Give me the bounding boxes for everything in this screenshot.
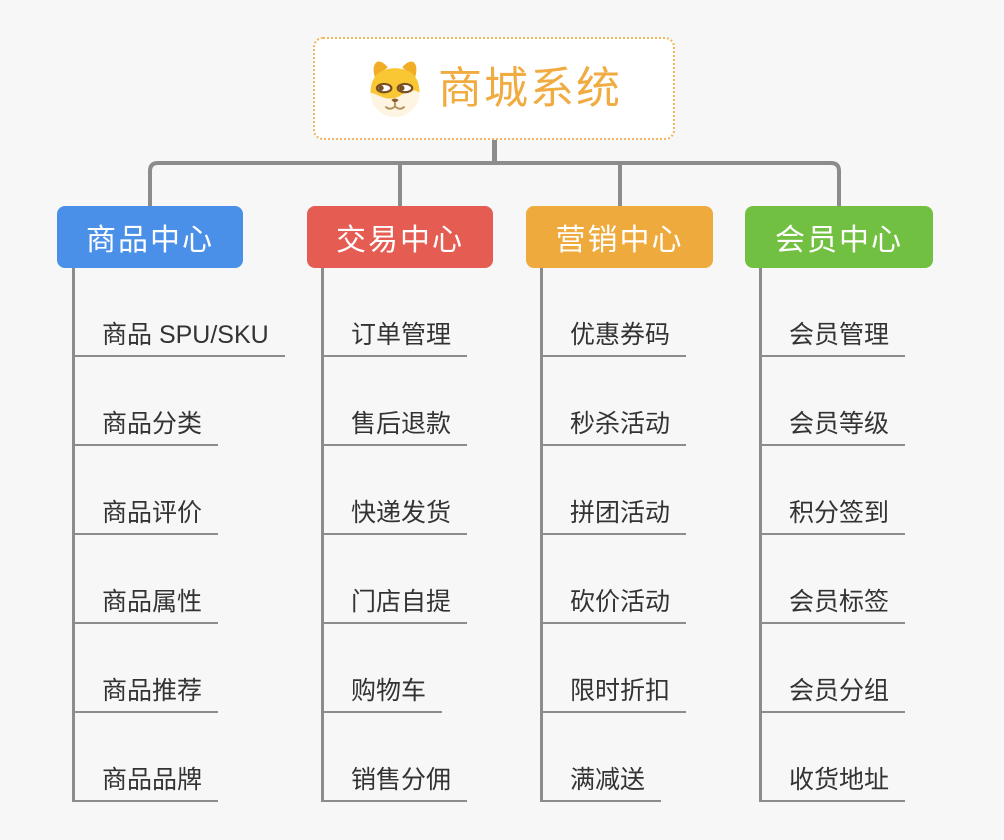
leaf-node[interactable]: 限时折扣 <box>540 669 687 713</box>
leaf-node[interactable]: 满减送 <box>540 758 662 802</box>
root-node[interactable]: 商城系统 <box>313 37 675 140</box>
leaf-node[interactable]: 商品属性 <box>72 580 219 624</box>
leaf-node[interactable]: 会员标签 <box>759 580 906 624</box>
leaf-node[interactable]: 商品 SPU/SKU <box>72 313 285 357</box>
leaf-node[interactable]: 拼团活动 <box>540 491 687 535</box>
leaf-node[interactable]: 销售分佣 <box>321 758 468 802</box>
branch-marketing-center[interactable]: 营销中心 <box>526 206 713 268</box>
branch-spine-line <box>321 268 324 802</box>
leaf-node[interactable]: 快递发货 <box>321 491 468 535</box>
branch-product-center[interactable]: 商品中心 <box>57 206 243 268</box>
leaf-node[interactable]: 会员等级 <box>759 402 906 446</box>
leaf-node[interactable]: 砍价活动 <box>540 580 687 624</box>
branch-trade-center[interactable]: 交易中心 <box>307 206 493 268</box>
leaf-node[interactable]: 售后退款 <box>321 402 468 446</box>
doge-icon <box>370 60 420 117</box>
branch-spine-line <box>759 268 762 802</box>
leaf-node[interactable]: 订单管理 <box>321 313 468 357</box>
leaf-node[interactable]: 商品评价 <box>72 491 219 535</box>
branch-spine-line <box>540 268 543 802</box>
branch-member-center[interactable]: 会员中心 <box>745 206 933 268</box>
leaf-node[interactable]: 门店自提 <box>321 580 468 624</box>
leaf-node[interactable]: 会员管理 <box>759 313 906 357</box>
leaf-node[interactable]: 商品推荐 <box>72 669 219 713</box>
leaf-node[interactable]: 会员分组 <box>759 669 906 713</box>
root-title: 商城系统 <box>438 63 622 113</box>
leaf-node[interactable]: 积分签到 <box>759 491 906 535</box>
leaf-node[interactable]: 购物车 <box>321 669 443 713</box>
leaf-node[interactable]: 收货地址 <box>759 758 906 802</box>
leaf-node[interactable]: 优惠券码 <box>540 313 687 357</box>
leaf-node[interactable]: 秒杀活动 <box>540 402 687 446</box>
leaf-node[interactable]: 商品品牌 <box>72 758 219 802</box>
branch-spine-line <box>72 268 75 802</box>
leaf-node[interactable]: 商品分类 <box>72 402 219 446</box>
